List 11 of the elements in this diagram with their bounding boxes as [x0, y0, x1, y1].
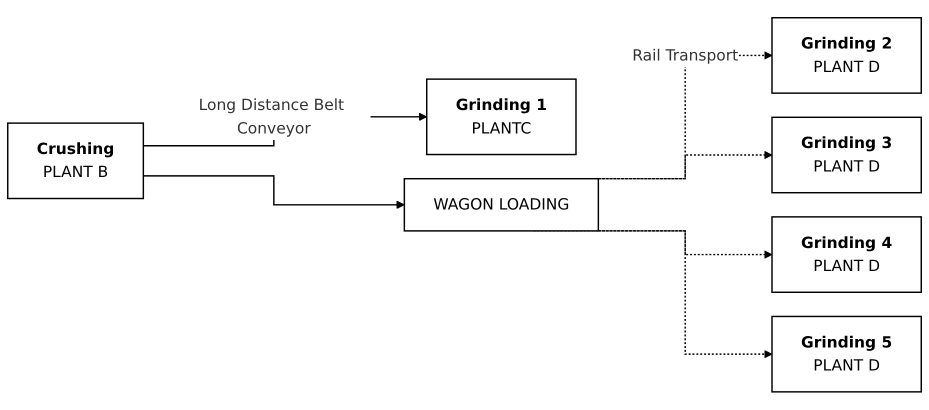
arrow	[143, 175, 405, 210]
edge-label: Long Distance Belt Conveyor	[198, 96, 344, 138]
arrow	[598, 150, 772, 180]
node-box: Grinding 4 PLANT D	[771, 216, 922, 294]
node-box: Grinding 1 PLANTC	[426, 78, 577, 156]
node-box: WAGON LOADING	[404, 178, 600, 232]
edge-label: Rail Transport	[632, 46, 738, 64]
node-box: Grinding 2 PLANT D	[771, 17, 922, 94]
node-box: Grinding 3 PLANT D	[771, 116, 922, 194]
node-box: Grinding 5 PLANT D	[771, 316, 922, 393]
node-box: Crushing PLANT B	[7, 122, 144, 200]
